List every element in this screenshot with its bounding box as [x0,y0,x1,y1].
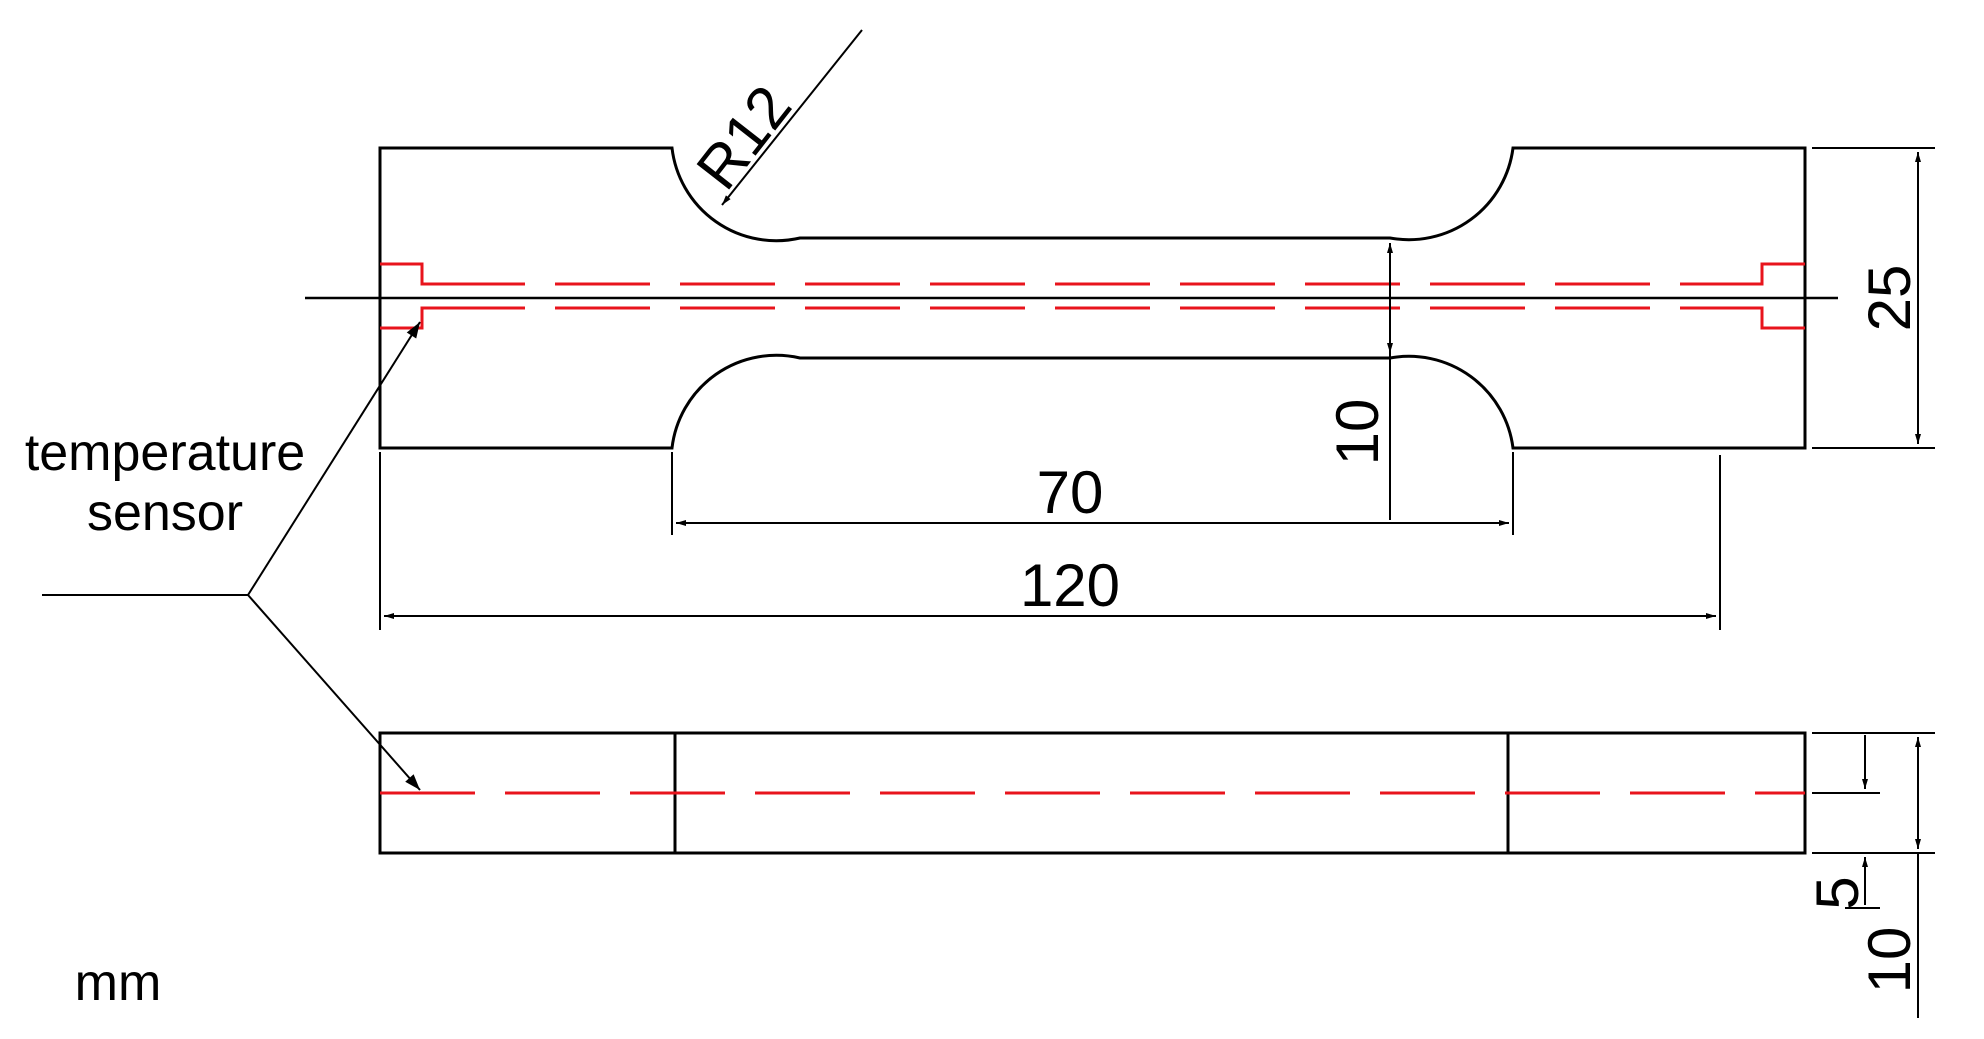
sensor-label-line2: sensor [87,484,243,542]
sensor-channel-top [380,262,1805,330]
gauge-length-label: 70 [1037,459,1104,526]
sensor-pocket-left-bottom [380,306,430,330]
overall-width-label: 25 [1856,265,1923,332]
overall-length-label: 120 [1020,552,1120,619]
sensor-leader-upper [247,321,421,596]
unit-label: mm [75,954,162,1012]
sensor-leader-lower [247,594,421,791]
gauge-width-label: 10 [1324,399,1391,466]
sensor-pocket-left [380,262,430,286]
radius-label: R12 [684,73,805,201]
thickness-label: 10 [1856,927,1923,994]
sensor-pocket-right [1755,262,1805,286]
top-view-outline [378,146,1807,450]
sensor-depth-label: 5 [1804,876,1871,909]
sensor-label-line1: temperature [25,424,305,482]
sensor-pocket-right-bottom [1755,306,1805,330]
radius-leader [721,29,863,206]
